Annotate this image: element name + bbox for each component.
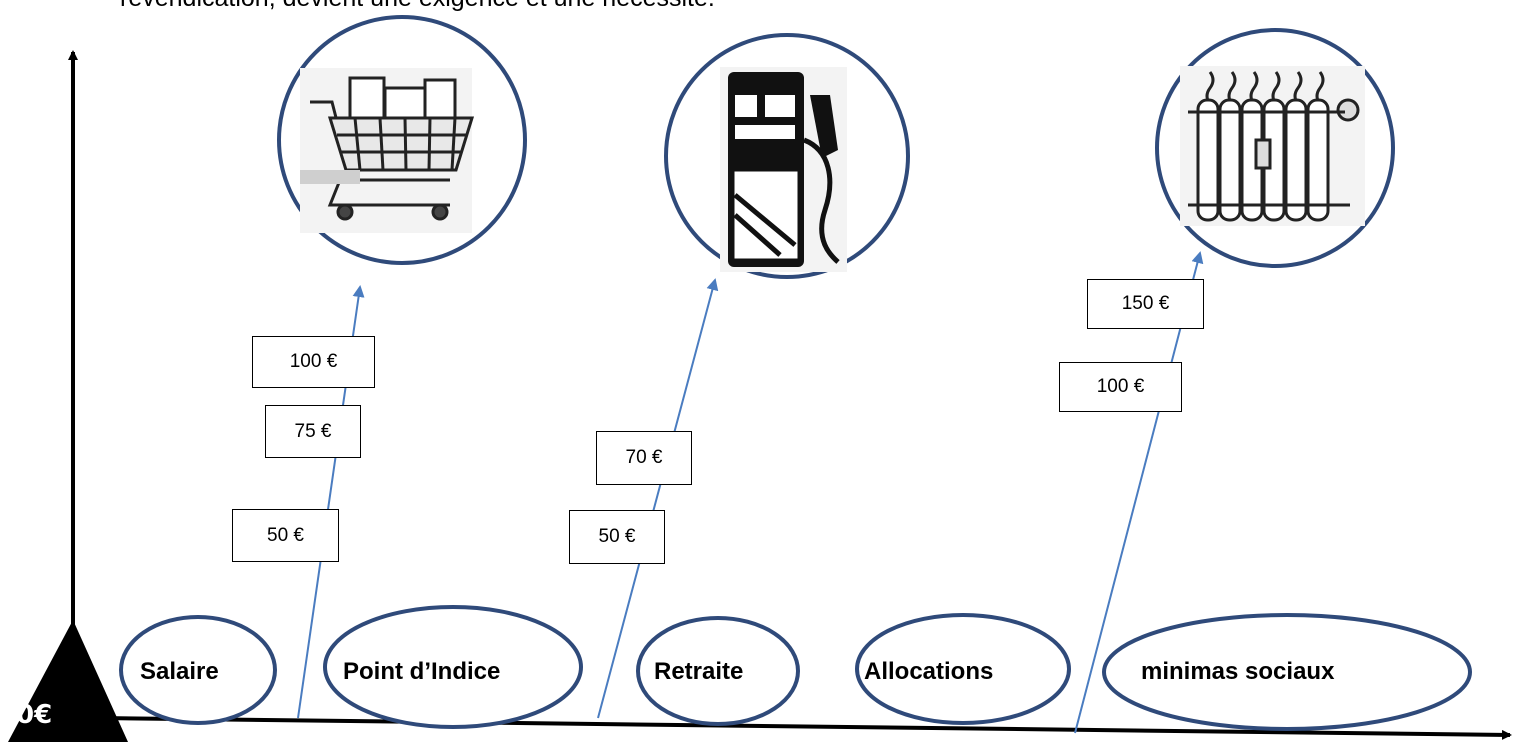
origin-triangle bbox=[8, 620, 128, 742]
value-box: 50 € bbox=[232, 509, 339, 562]
category-label-retraite: Retraite bbox=[654, 658, 744, 685]
x-axis bbox=[99, 716, 1512, 740]
origin-label: 0€ bbox=[16, 700, 53, 730]
shopping-cart-icon bbox=[300, 68, 475, 233]
fuel-pump-icon bbox=[720, 67, 847, 272]
category-ellipse-point-indice bbox=[323, 605, 583, 729]
arrow-retraite bbox=[597, 278, 719, 719]
value-box: 100 € bbox=[252, 336, 375, 388]
category-ellipse-allocations bbox=[855, 613, 1071, 725]
value-box: 150 € bbox=[1087, 279, 1204, 329]
category-ellipse-salaire bbox=[119, 615, 277, 725]
category-label-point-indice: Point d’Indice bbox=[343, 658, 501, 685]
value-box: 50 € bbox=[569, 510, 665, 564]
value-box: 70 € bbox=[596, 431, 692, 485]
arrow-minimas bbox=[1074, 251, 1204, 734]
category-ellipse-retraite bbox=[636, 616, 800, 726]
intro-caption: revendication, devient une exigence et u… bbox=[120, 0, 715, 13]
radiator-icon bbox=[1180, 66, 1365, 226]
value-box: 100 € bbox=[1059, 362, 1182, 412]
value-box: 75 € bbox=[265, 405, 361, 458]
category-ellipse-minimas-sociaux bbox=[1102, 613, 1472, 731]
category-label-minimas-sociaux: minimas sociaux bbox=[1141, 658, 1335, 685]
category-label-allocations: Allocations bbox=[864, 658, 994, 685]
category-label-salaire: Salaire bbox=[140, 658, 219, 685]
